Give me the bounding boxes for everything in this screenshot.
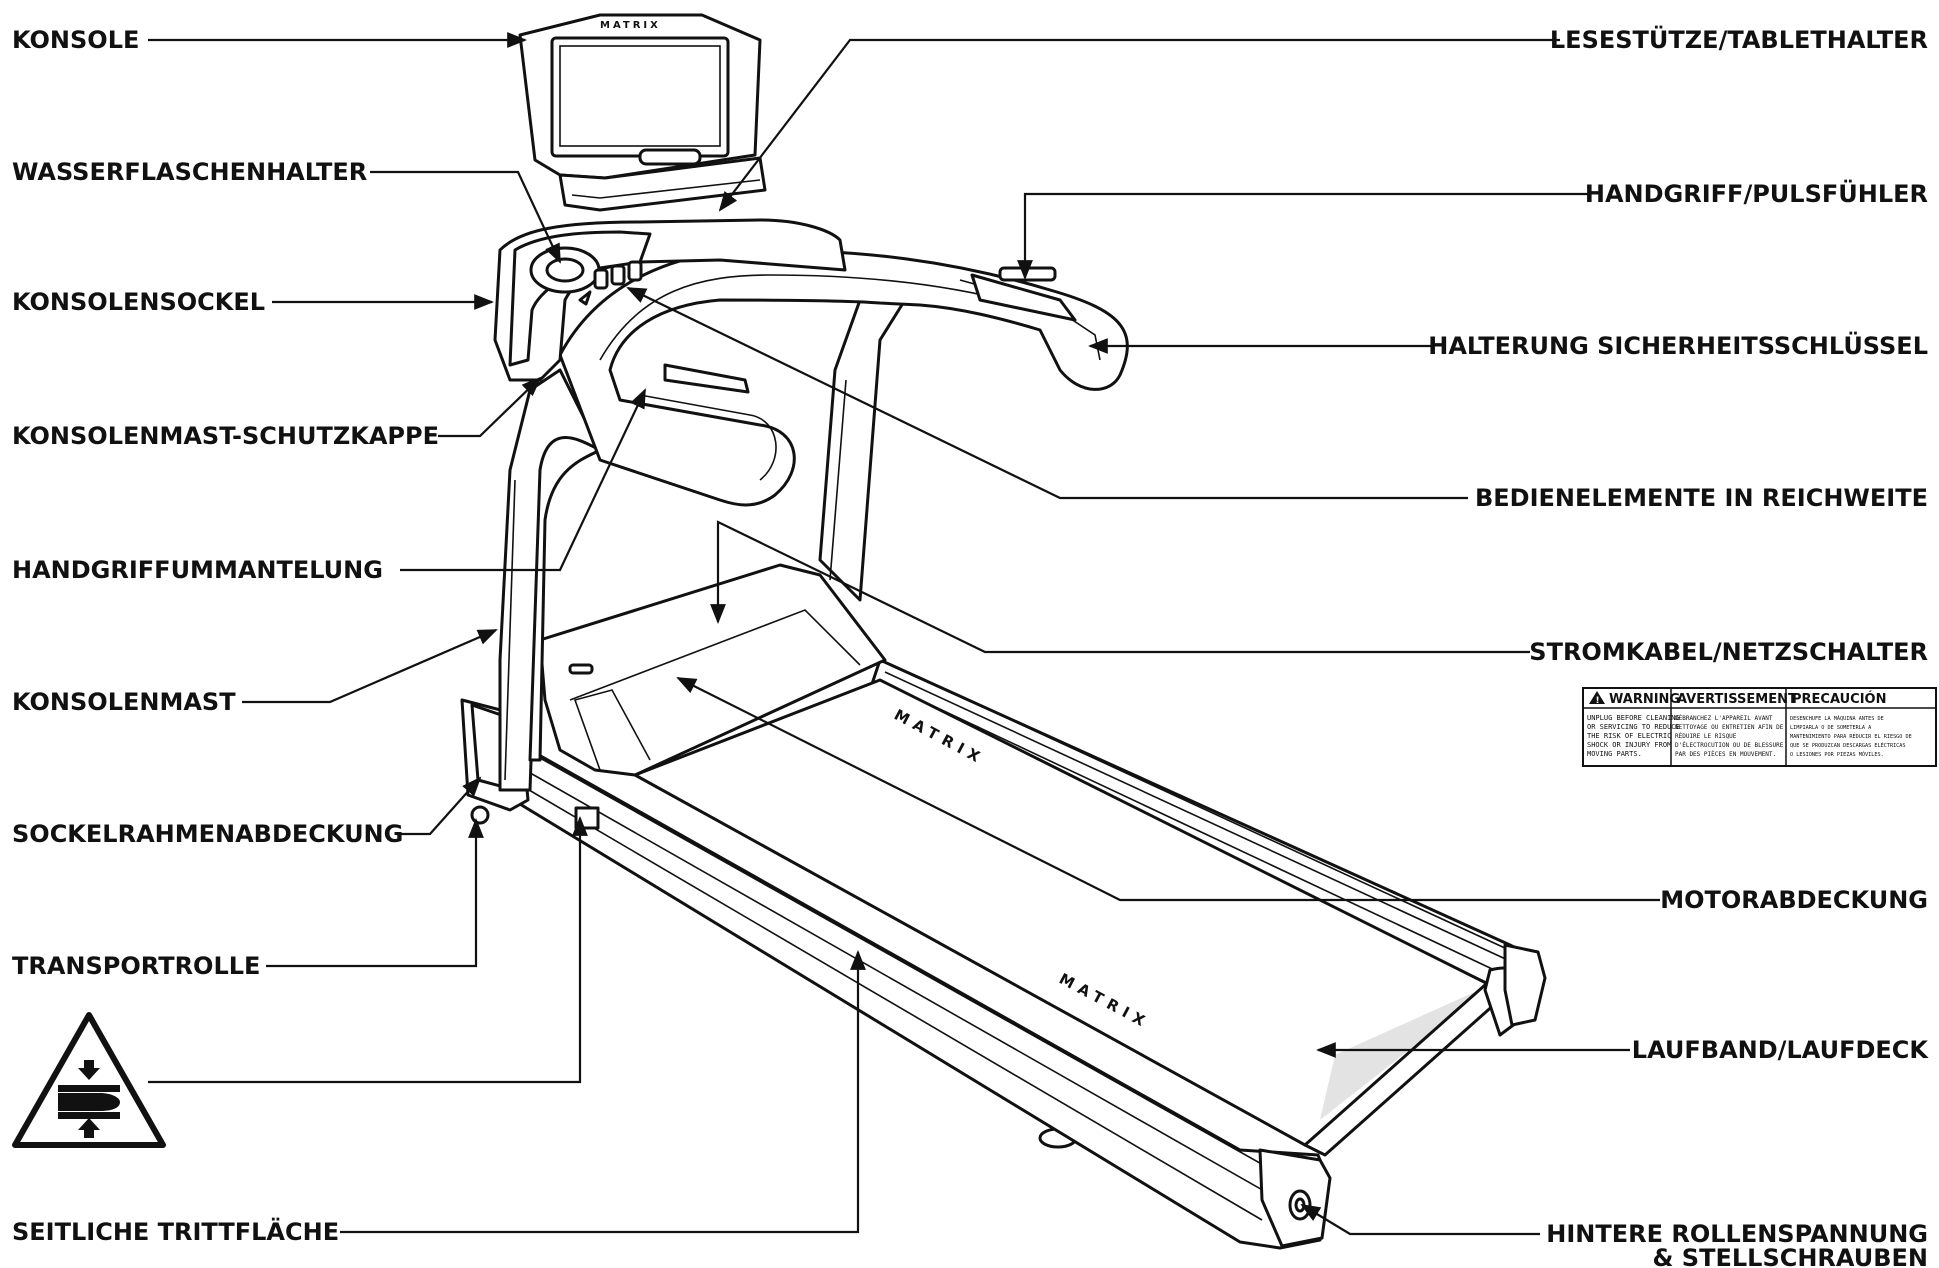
warning-fr-5: PAR DES PIÈCES EN MOUVEMENT. [1675, 750, 1776, 758]
warning-triangle-icon: ! [1589, 691, 1605, 706]
warning-fr-2: NETTOYAGE OU ENTRETIEN AFIN DE [1675, 724, 1784, 731]
warning-en-3: THE RISK OF ELECTRIC [1587, 732, 1671, 740]
warning-en-2: OR SERVICING TO REDUCE [1587, 723, 1680, 731]
warning-es-1: DESENCHUFE LA MÁQUINA ANTES DE [1790, 715, 1884, 722]
warning-label: ! WARNING AVERTISSEMENT PRECAUCIÓN UNPLU… [1582, 687, 1937, 767]
label-konsolenmast-schutzkappe: KONSOLENMAST-SCHUTZKAPPE [12, 422, 439, 450]
label-wasserflaschenhalter: WASSERFLASCHENHALTER [12, 158, 367, 186]
label-seitliche-trittflaeche: SEITLICHE TRITTFLÄCHE [12, 1217, 339, 1246]
label-lesestuetze: LESESTÜTZE/TABLETHALTER [1550, 24, 1928, 54]
label-hintere-rollenspannung-2: & STELLSCHRAUBEN [1653, 1244, 1928, 1268]
warning-es-2: LIMPIARLA O DE SOMETERLA A [1790, 725, 1872, 731]
label-stromkabel: STROMKABEL/NETZSCHALTER [1529, 638, 1928, 666]
warning-head-es: PRECAUCIÓN [1792, 691, 1887, 707]
label-halterung-sicherheitsschluessel: HALTERUNG SICHERHEITSSCHLÜSSEL [1428, 330, 1928, 360]
warning-en-5: MOVING PARTS. [1587, 750, 1642, 758]
warning-fr-4: D'ÉLECTROCUTION OU DE BLESSURE [1675, 741, 1784, 749]
warning-en-4: SHOCK OR INJURY FROM [1587, 741, 1671, 749]
label-motorabdeckung: MOTORABDECKUNG [1660, 886, 1928, 914]
label-laufband: LAUFBAND/LAUFDECK [1632, 1036, 1930, 1064]
leader-lines [148, 32, 1660, 1236]
label-bedienelemente: BEDIENELEMENTE IN REICHWEITE [1475, 484, 1928, 512]
label-konsole: KONSOLE [12, 26, 139, 54]
label-handgriff-pulsfuehler: HANDGRIFF/PULSFÜHLER [1585, 178, 1928, 208]
warning-en-1: UNPLUG BEFORE CLEANING [1587, 714, 1680, 722]
warning-es-3: MANTENIMIENTO PARA REDUCIR EL RIESGO DE [1790, 734, 1912, 740]
label-konsolenmast: KONSOLENMAST [12, 688, 236, 716]
warning-es-5: O LESIONES POR PIEZAS MÓVILES. [1790, 751, 1884, 758]
label-konsolensockel: KONSOLENSOCKEL [12, 288, 265, 316]
warning-head-en: WARNING [1609, 692, 1680, 707]
warning-fr-1: DÉBRANCHEZ L'APPAREIL AVANT [1675, 714, 1773, 722]
part-labels: KONSOLE WASSERFLASCHENHALTER KONSOLENSOC… [12, 24, 1929, 1268]
warning-fr-3: RÉDUIRE LE RISQUE [1675, 732, 1737, 740]
label-sockelrahmenabdeckung: SOCKELRAHMENABDECKUNG [12, 820, 403, 848]
treadmill-illustration: MATRIX MATRIX [460, 13, 1547, 1250]
console-brand: MATRIX [600, 20, 661, 31]
label-handgriffummantelung: HANDGRIFFUMMANTELUNG [12, 556, 383, 584]
crush-hazard-icon [12, 1012, 166, 1148]
warning-head-fr: AVERTISSEMENT [1677, 692, 1797, 707]
label-hintere-rollenspannung-1: HINTERE ROLLENSPANNUNG [1546, 1220, 1928, 1248]
svg-text:!: ! [1596, 696, 1600, 706]
label-transportrolle: TRANSPORTROLLE [12, 952, 260, 980]
warning-es-4: QUE SE PRODUZCAN DESCARGAS ELÉCTRICAS [1790, 741, 1906, 749]
